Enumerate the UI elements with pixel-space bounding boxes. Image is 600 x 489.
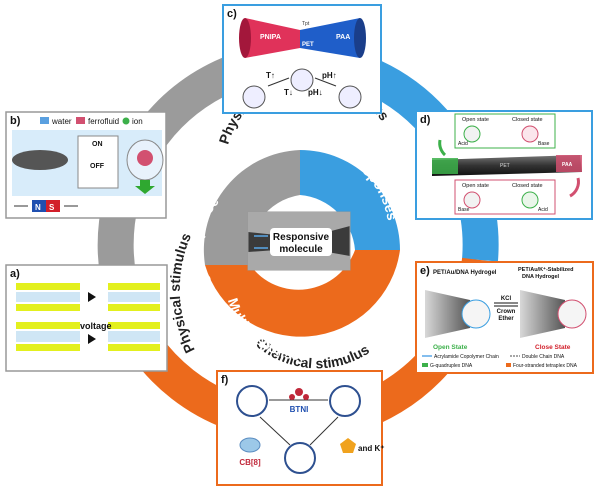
base-label-top: Base bbox=[538, 141, 550, 147]
pore-btni bbox=[329, 385, 361, 417]
open-state-top: Open state bbox=[462, 117, 489, 123]
pore-state-left bbox=[242, 85, 266, 109]
btni-molecule-icon bbox=[289, 388, 309, 400]
legend-water: water bbox=[51, 117, 72, 126]
temp-up-label: T↑ bbox=[266, 71, 275, 80]
pore-naedi bbox=[284, 442, 316, 474]
ion-swatch bbox=[122, 117, 130, 125]
and-k-label: and K⁺ bbox=[358, 444, 384, 453]
pore-state-right bbox=[338, 85, 362, 109]
water-swatch bbox=[40, 117, 49, 124]
open-state-e: Open State bbox=[433, 344, 468, 351]
panel-b: b) water ferrofluid ion ON OFF N S bbox=[5, 111, 167, 219]
molecule-text-line2: molecule bbox=[279, 244, 323, 255]
right-title-1: PET/Au/K⁺-Stabilized bbox=[518, 266, 573, 273]
voltage-label: voltage bbox=[80, 321, 112, 331]
pore-state-top bbox=[290, 68, 314, 92]
responsive-molecule-box: Responsive molecule bbox=[247, 211, 351, 271]
panel-e-tag: e) bbox=[420, 265, 430, 277]
ph-down-label: pH↓ bbox=[308, 88, 323, 97]
acid-label-top: Acid bbox=[458, 141, 468, 147]
ferrofluid-swatch bbox=[76, 117, 85, 124]
panel-a: a) voltage bbox=[5, 264, 168, 372]
panel-c: c) PNIPA PAA Tpt PET T↑ T↓ pH↑ pH↓ bbox=[222, 4, 382, 114]
off-label: OFF bbox=[90, 163, 105, 170]
paa-label: PAA bbox=[336, 34, 350, 41]
panel-f: f) BTNI CB[8] and K⁺ bbox=[216, 370, 384, 486]
legend-double-chain: Double Chain DNA bbox=[522, 354, 565, 360]
ph-up-label: pH↑ bbox=[322, 71, 337, 80]
panel-f-tag: f) bbox=[221, 374, 229, 386]
arrow-right-icon-1 bbox=[88, 292, 96, 302]
open-state-bottom: Open state bbox=[462, 183, 489, 189]
magnet-n-label: N bbox=[35, 203, 41, 212]
closed-state-bottom: Closed state bbox=[512, 183, 543, 189]
reagent-ether: Ether bbox=[498, 316, 514, 322]
cb8-molecule-icon bbox=[239, 437, 261, 453]
closed-state-top: Closed state bbox=[512, 117, 543, 123]
pentagon-icon bbox=[340, 438, 356, 453]
down-arrow-icon bbox=[135, 180, 155, 194]
reagent-kcl: KCl bbox=[501, 296, 512, 302]
temp-down-label: T↓ bbox=[284, 88, 293, 97]
close-state-e: Close State bbox=[535, 344, 571, 351]
arrow-right-icon-2 bbox=[88, 334, 96, 344]
legend-acrylamide: Acrylamide Copolymer Chain bbox=[434, 354, 499, 360]
membrane-disc-left bbox=[12, 150, 68, 170]
panel-d: d) Open state Closed state Acid Base PET… bbox=[415, 110, 593, 220]
pore-cb8 bbox=[236, 385, 268, 417]
ellipsis-dots bbox=[347, 319, 367, 331]
panel-c-tag: c) bbox=[227, 8, 237, 20]
btni-label: BTNI bbox=[290, 405, 309, 414]
cone-left bbox=[425, 290, 470, 338]
legend-g-quadruplex: G-quadruplex DNA bbox=[430, 363, 473, 369]
panel-d-tag: d) bbox=[420, 114, 431, 126]
tpt-label: Tpt bbox=[302, 21, 310, 27]
acid-label-bottom: Acid bbox=[538, 207, 548, 213]
molecule-text-line1: Responsive bbox=[273, 232, 330, 243]
base-label-bottom: Base bbox=[458, 207, 470, 213]
legend-ferrofluid: ferrofluid bbox=[88, 117, 119, 126]
panel-a-tag: a) bbox=[10, 268, 20, 280]
panel-e: e) PET/Au/DNA Hydrogel PET/Au/K⁺-Stabili… bbox=[415, 261, 594, 374]
pet-label-c: PET bbox=[302, 42, 314, 48]
cb8-label: CB[8] bbox=[239, 458, 261, 467]
pet-film-bar bbox=[432, 155, 582, 176]
panel-b-tag: b) bbox=[10, 115, 21, 127]
green-curved-arrow-icon bbox=[438, 139, 447, 157]
left-title: PET/Au/DNA Hydrogel bbox=[433, 270, 497, 276]
paa-label-d: PAA bbox=[562, 162, 573, 168]
legend-ion: ion bbox=[132, 117, 143, 126]
red-curved-arrow-icon bbox=[569, 177, 580, 198]
on-label: ON bbox=[92, 141, 103, 148]
legend-tetraplex: Four-stranded tetraplex DNA bbox=[513, 363, 578, 369]
cone-right bbox=[520, 290, 565, 338]
right-title-2: DNA Hydrogel bbox=[522, 274, 560, 280]
pet-label-d: PET bbox=[500, 163, 510, 169]
reagent-crown: Crown bbox=[497, 309, 516, 315]
pnipa-label: PNIPA bbox=[260, 34, 281, 41]
magnet-s-label: S bbox=[49, 203, 55, 212]
center-swirl bbox=[203, 150, 400, 337]
